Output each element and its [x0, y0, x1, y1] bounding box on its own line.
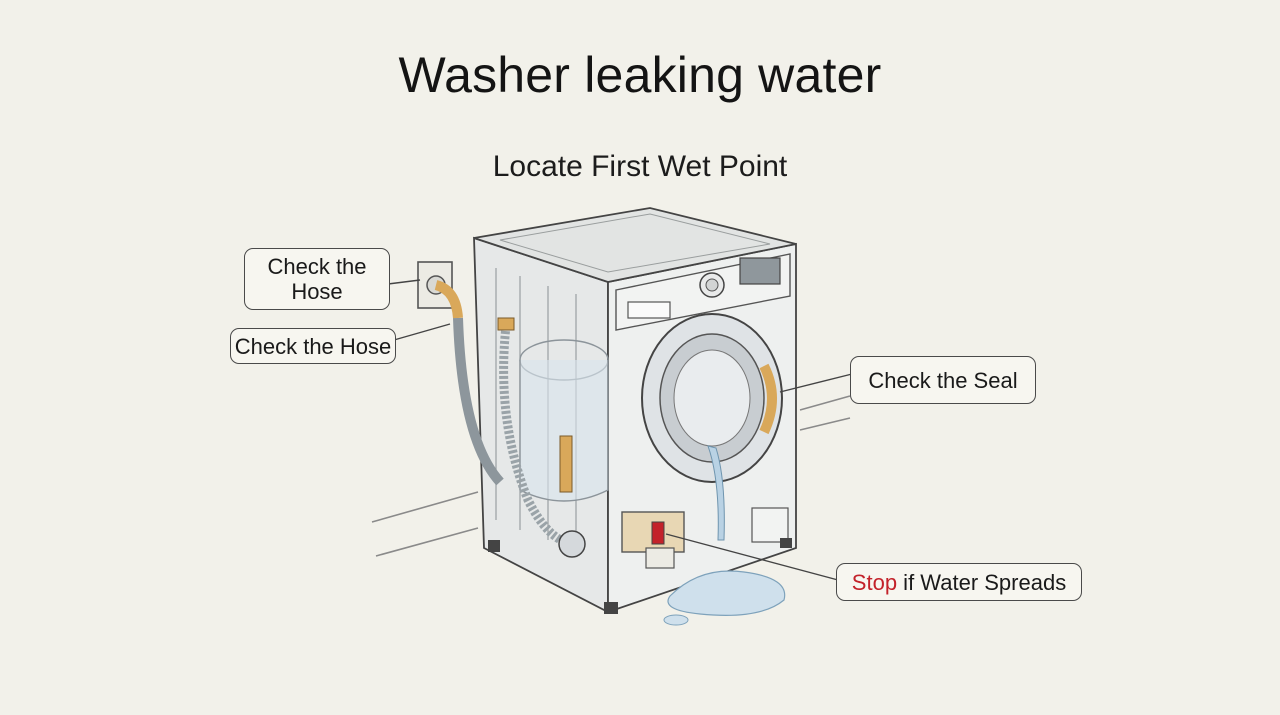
floor-line [371, 395, 851, 557]
callout-check-hose-top: Check the Hose [244, 248, 390, 310]
drain-hose [497, 317, 586, 558]
page-title: Washer leaking water [398, 47, 882, 103]
water-leak [663, 445, 786, 626]
spread-label: if Water Spreads [897, 569, 1067, 595]
washer-body [473, 207, 797, 614]
leader-seal [779, 373, 853, 393]
leader-hose-bottom [393, 323, 451, 341]
callout-check-seal: Check the Seal [850, 356, 1036, 404]
inlet-hose [434, 280, 504, 486]
callout-stop-if-water-spreads: Stop if Water Spreads [836, 563, 1082, 601]
callout-check-hose-bottom: Check the Hose [230, 328, 396, 364]
stop-label: Stop [851, 569, 898, 595]
leader-stop [665, 533, 839, 581]
page-subtitle: Locate First Wet Point [492, 150, 788, 183]
leader-hose-top [387, 279, 421, 285]
